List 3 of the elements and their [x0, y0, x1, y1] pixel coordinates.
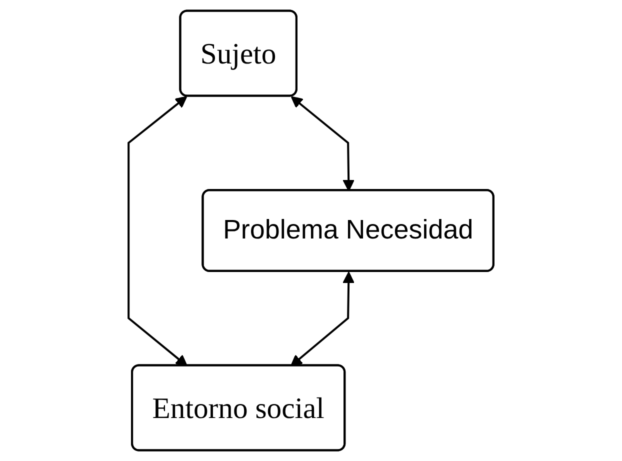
arrow [128, 96, 188, 366]
arrow [290, 96, 355, 192]
arrow [290, 272, 354, 366]
